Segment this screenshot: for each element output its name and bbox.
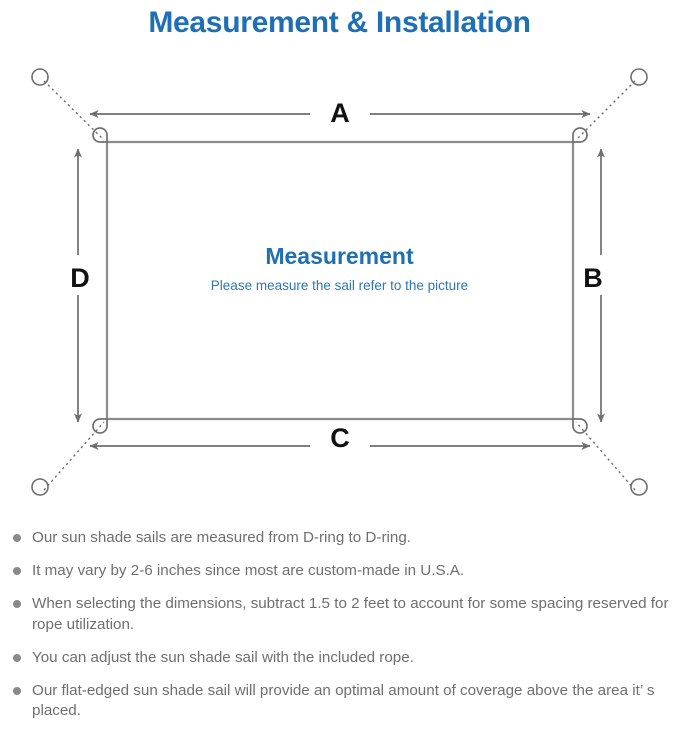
page-title: Measurement & Installation [148,6,531,39]
d-ring-top-left [92,127,108,143]
bullet-icon [13,534,21,542]
note-text: Our flat-edged sun shade sail will provi… [32,682,655,720]
dimension-label-c: C [330,423,350,453]
dimension-label-a: A [330,98,350,128]
list-item: Our flat-edged sun shade sail will provi… [8,681,676,721]
bullet-icon [13,687,21,696]
d-ring-top-right [572,127,588,143]
bullet-icon [13,567,21,576]
note-text: You can adjust the sun shade sail with t… [32,648,414,666]
dimension-label-b: B [583,263,603,293]
anchor-bottom-right [630,478,648,496]
sail-center-title: Measurement [265,243,414,269]
note-text: It may vary by 2-6 inches since most are… [32,562,465,580]
list-item: It may vary by 2-6 inches since most are… [8,561,676,581]
sail-diagram [0,50,679,520]
list-item: Our sun shade sails are measured from D-… [8,528,676,548]
d-rings [92,127,588,434]
rope-lines [43,80,636,491]
anchor-top-left [31,68,49,86]
bullet-icon [13,653,21,662]
anchor-points [31,68,648,496]
rope-bottom-right [575,421,636,491]
sail-center-subtitle: Please measure the sail refer to the pic… [210,278,469,293]
list-item: When selecting the dimensions, subtract … [8,594,676,634]
d-ring-bottom-left [92,418,108,434]
notes-list: Our sun shade sails are measured from D-… [8,528,676,735]
anchor-top-right [630,68,648,86]
d-ring-bottom-right [572,418,588,434]
bullet-icon [13,600,21,609]
anchor-bottom-left [31,478,49,496]
dimension-label-d: D [70,263,90,293]
note-text: Our sun shade sails are measured from D-… [32,529,411,546]
note-text: When selecting the dimensions, subtract … [32,595,669,633]
rope-bottom-left [43,421,105,491]
list-item: You can adjust the sun shade sail with t… [8,648,676,668]
